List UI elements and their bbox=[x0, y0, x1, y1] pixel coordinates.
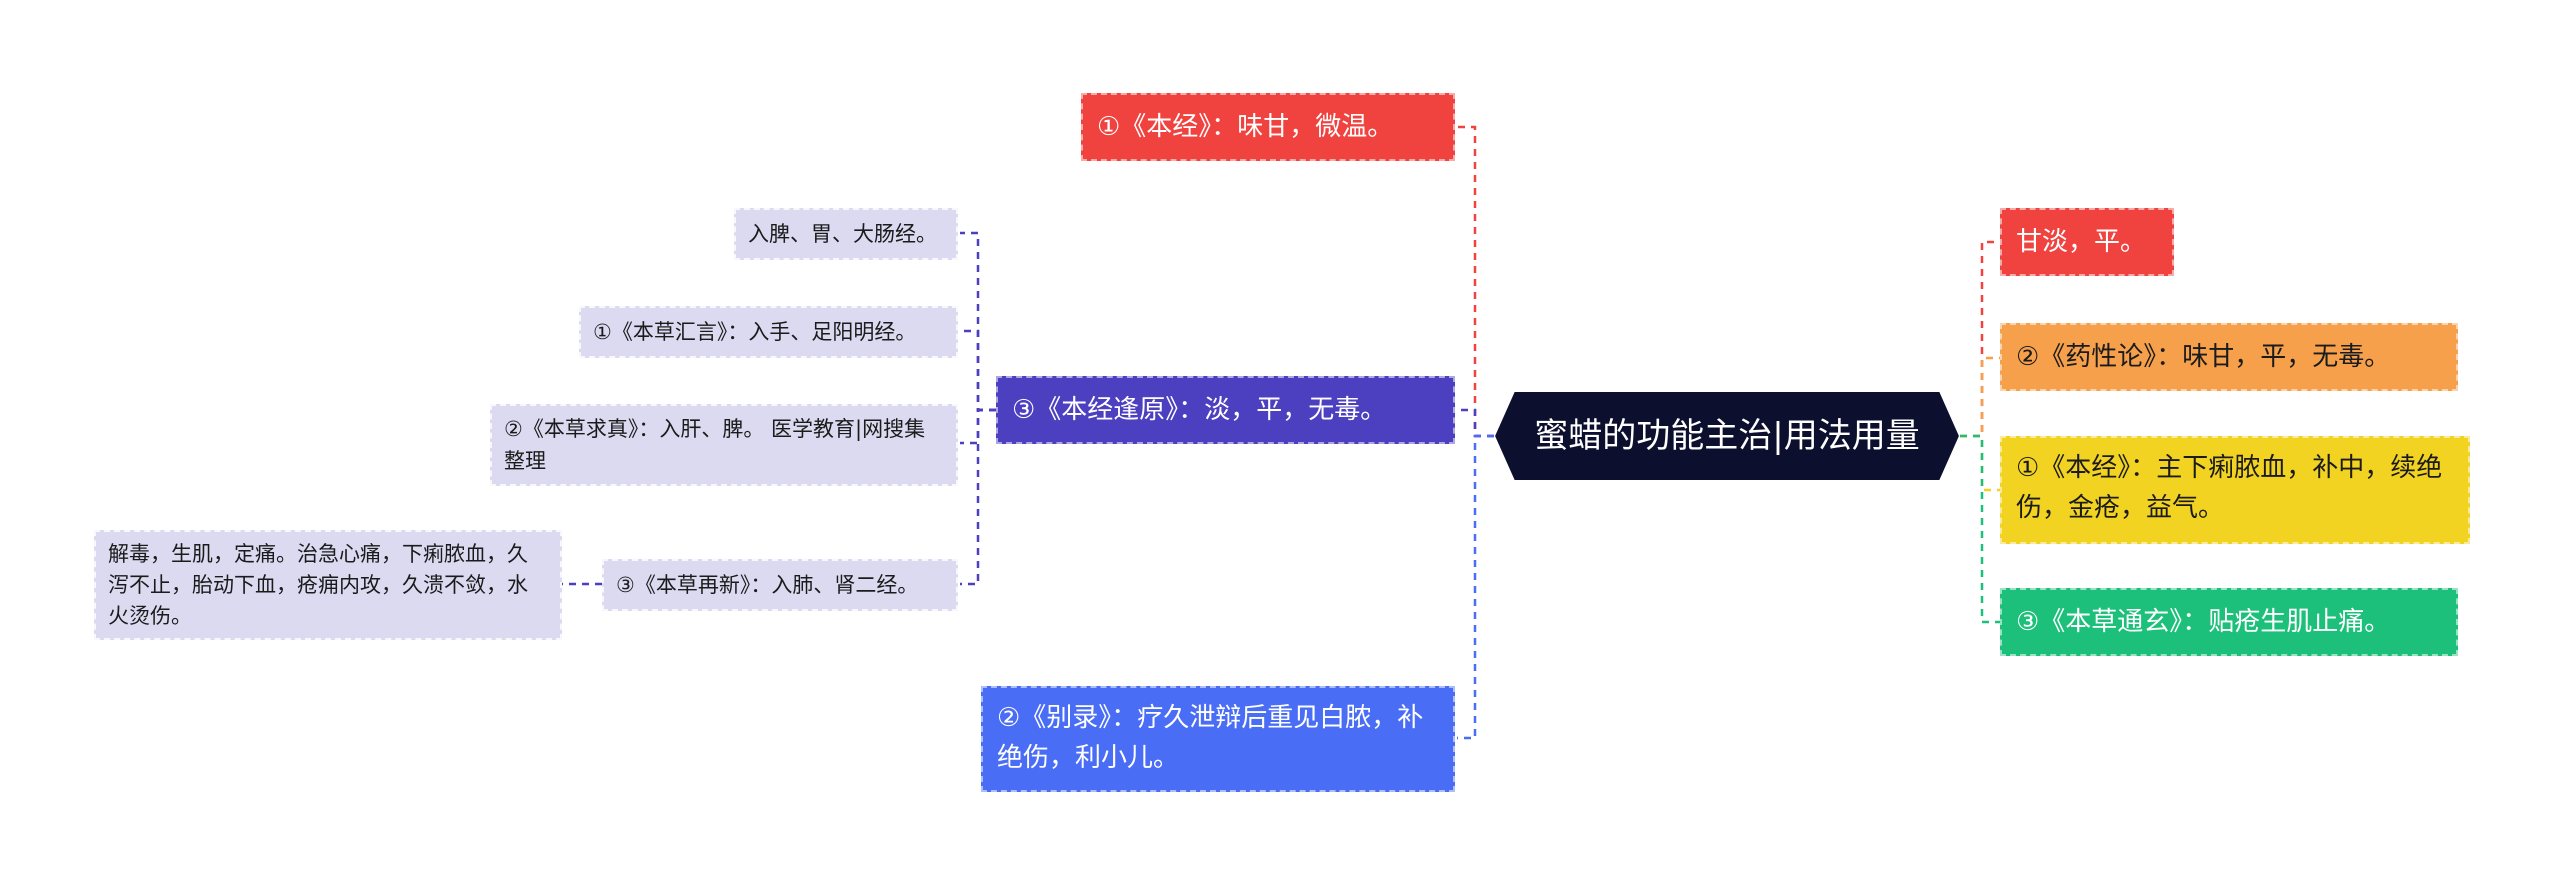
link-root-gandan bbox=[1960, 240, 2000, 438]
branch-tongxuan[interactable]: ③《本草通玄》：贴疮生肌止痛。 bbox=[2000, 588, 2458, 656]
central-topic-shape bbox=[1494, 391, 1960, 481]
link-fengyuan-zaixin bbox=[960, 408, 996, 586]
branch-tongxuan-label: ③《本草通玄》：贴疮生肌止痛。 bbox=[2016, 607, 2391, 637]
branch-benjing[interactable]: ①《本经》：味甘，微温。 bbox=[1081, 93, 1455, 161]
central-topic[interactable]: 蜜蜡的功能主治|用法用量 bbox=[1494, 391, 1960, 481]
sub-rupi-label: 入脾、胃、大肠经。 bbox=[748, 222, 937, 246]
sub-huiyan-label: ①《本草汇言》：入手、足阳明经。 bbox=[593, 320, 917, 344]
branch-benjing2-label: ①《本经》：主下痢脓血，补中，续绝伤，金疮，益气。 bbox=[2016, 453, 2443, 523]
branch-bielu-label: ②《别录》：疗久泄辩后重见白脓，补绝伤，利小儿。 bbox=[997, 703, 1424, 773]
branch-gandan-label: 甘淡，平。 bbox=[2016, 227, 2147, 257]
branch-benjing2[interactable]: ①《本经》：主下痢脓血，补中，续绝伤，金疮，益气。 bbox=[2000, 436, 2470, 544]
branch-bielu[interactable]: ②《别录》：疗久泄辩后重见白脓，补绝伤，利小儿。 bbox=[981, 686, 1455, 792]
sub-qiuzhen[interactable]: ②《本草求真》：入肝、脾。 医学教育|网搜集整理 bbox=[490, 404, 958, 486]
link-root-yaoxing bbox=[1960, 356, 2000, 438]
sub-zaixin-label: ③《本草再新》：入肺、肾二经。 bbox=[616, 573, 919, 597]
link-fengyuan-qiuzhen bbox=[960, 408, 996, 445]
link-root-bielu bbox=[1457, 434, 1494, 740]
link-root-fengyuan bbox=[1457, 408, 1494, 438]
leaf-jiedu-label: 解毒，生肌，定痛。治急心痛，下痢脓血，久泻不止，胎动下血，疮痈内攻，久溃不敛，水… bbox=[108, 542, 528, 628]
sub-qiuzhen-label: ②《本草求真》：入肝、脾。 医学教育|网搜集整理 bbox=[504, 417, 926, 473]
leaf-jiedu[interactable]: 解毒，生肌，定痛。治急心痛，下痢脓血，久泻不止，胎动下血，疮痈内攻，久溃不敛，水… bbox=[94, 530, 562, 640]
sub-huiyan[interactable]: ①《本草汇言》：入手、足阳明经。 bbox=[579, 306, 958, 358]
link-root-benjing bbox=[1457, 125, 1494, 438]
branch-fengyuan-label: ③《本经逢原》：淡，平，无毒。 bbox=[1012, 395, 1387, 425]
central-topic-label: 蜜蜡的功能主治|用法用量 bbox=[1534, 416, 1920, 456]
link-root-tongxuan bbox=[1960, 434, 2000, 624]
branch-benjing-label: ①《本经》：味甘，微温。 bbox=[1097, 112, 1394, 142]
branch-yaoxing-label: ②《药性论》：味甘，平，无毒。 bbox=[2016, 342, 2391, 372]
branch-yaoxing[interactable]: ②《药性论》：味甘，平，无毒。 bbox=[2000, 323, 2458, 391]
link-fengyuan-huiyan bbox=[960, 329, 996, 412]
link-fengyuan-rupi bbox=[960, 231, 996, 412]
branch-fengyuan[interactable]: ③《本经逢原》：淡，平，无毒。 bbox=[996, 376, 1455, 444]
branch-gandan[interactable]: 甘淡，平。 bbox=[2000, 208, 2174, 276]
sub-rupi[interactable]: 入脾、胃、大肠经。 bbox=[734, 208, 958, 260]
link-root-benjing2 bbox=[1960, 434, 2000, 492]
sub-zaixin[interactable]: ③《本草再新》：入肺、肾二经。 bbox=[602, 559, 958, 611]
